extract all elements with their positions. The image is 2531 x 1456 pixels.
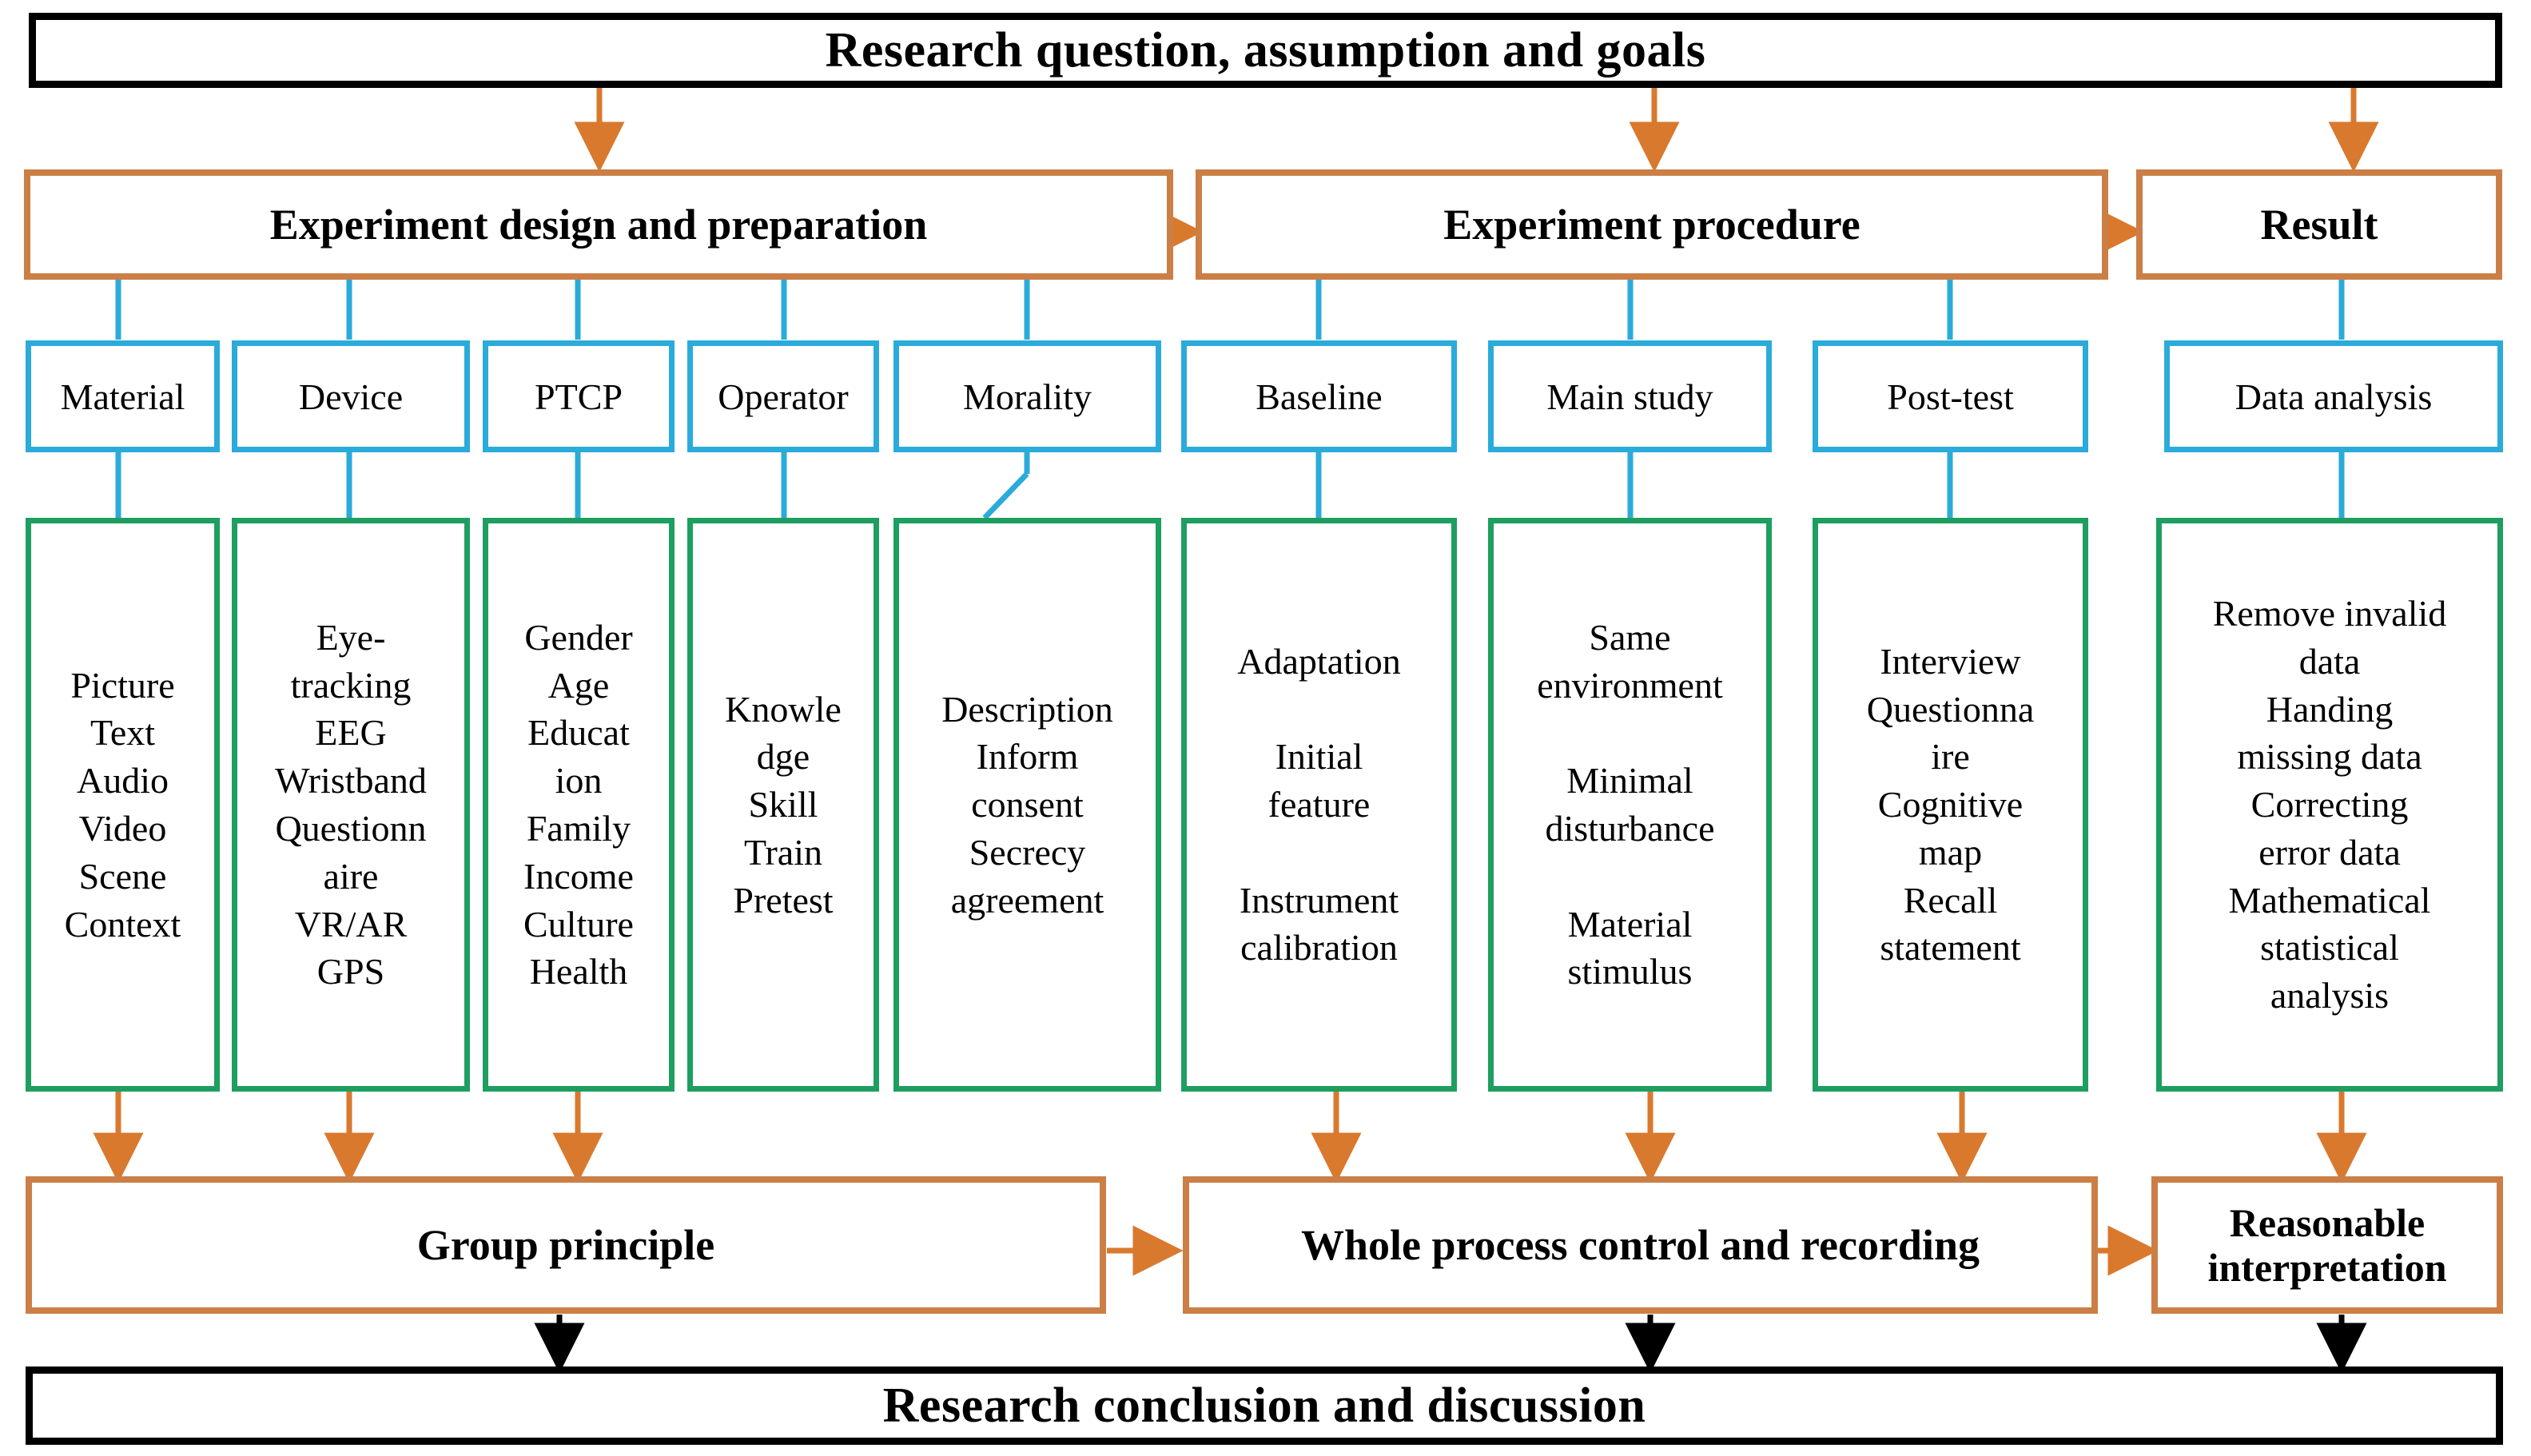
detail-baseline[interactable]: Adaptation Initial feature Instrument ca… bbox=[1181, 518, 1457, 1092]
subnode-baseline[interactable]: Baseline bbox=[1181, 340, 1457, 452]
subnode-ptcp[interactable]: PTCP bbox=[483, 340, 675, 452]
stage-result[interactable]: Result bbox=[2136, 169, 2502, 280]
detail-morality[interactable]: Description Inform consent Secrecy agree… bbox=[893, 518, 1161, 1092]
detail-material[interactable]: Picture Text Audio Video Scene Context bbox=[26, 518, 220, 1092]
detail-post-test[interactable]: Interview Questionna ire Cognitive map R… bbox=[1813, 518, 2088, 1092]
subnode-operator[interactable]: Operator bbox=[687, 340, 879, 452]
stage-experiment-procedure-label: Experiment procedure bbox=[1443, 201, 1860, 249]
subnode-ptcp-label: PTCP bbox=[535, 376, 623, 417]
detail-to-outcome-arrows bbox=[93, 1091, 2367, 1183]
subnode-to-detail-lines bbox=[115, 452, 2345, 520]
detail-material-text: Picture Text Audio Video Scene Context bbox=[64, 664, 181, 945]
stage-experiment-procedure[interactable]: Experiment procedure bbox=[1196, 169, 2108, 280]
research-question-label: Research question, assumption and goals bbox=[825, 22, 1706, 78]
subnode-operator-label: Operator bbox=[718, 376, 849, 417]
top-stage-arrows bbox=[574, 88, 2379, 173]
stage-experiment-design[interactable]: Experiment design and preparation bbox=[24, 169, 1173, 280]
subnode-data-analysis-label: Data analysis bbox=[2235, 376, 2433, 417]
outcome-reasonable-interpretation[interactable]: Reasonable interpretation bbox=[2151, 1176, 2503, 1314]
subnode-main-study-label: Main study bbox=[1546, 376, 1713, 417]
detail-baseline-text: Adaptation Initial feature Instrument ca… bbox=[1237, 640, 1401, 969]
detail-operator[interactable]: Knowle dge Skill Train Pretest bbox=[687, 518, 879, 1092]
detail-device[interactable]: Eye- tracking EEG Wristband Questionn ai… bbox=[232, 518, 470, 1092]
detail-main-study[interactable]: Same environment Minimal disturbance Mat… bbox=[1488, 518, 1772, 1092]
outcome-to-conclusion-arrows bbox=[534, 1315, 2367, 1374]
subnode-device[interactable]: Device bbox=[232, 340, 470, 452]
subnode-morality[interactable]: Morality bbox=[893, 340, 1161, 452]
stage-to-subnode-lines bbox=[115, 280, 2345, 340]
research-conclusion-banner[interactable]: Research conclusion and discussion bbox=[26, 1366, 2503, 1445]
detail-ptcp-text: Gender Age Educat ion Family Income Cult… bbox=[523, 616, 634, 993]
research-question-banner[interactable]: Research question, assumption and goals bbox=[29, 13, 2502, 88]
detail-data-analysis[interactable]: Remove invalid data Handing missing data… bbox=[2156, 518, 2503, 1092]
detail-post-test-text: Interview Questionna ire Cognitive map R… bbox=[1866, 640, 2035, 969]
outcome-reasonable-interpretation-label: Reasonable interpretation bbox=[2207, 1200, 2447, 1290]
research-conclusion-label: Research conclusion and discussion bbox=[882, 1378, 1646, 1433]
detail-morality-text: Description Inform consent Secrecy agree… bbox=[941, 688, 1113, 921]
stage-experiment-design-label: Experiment design and preparation bbox=[269, 201, 928, 249]
subnode-post-test-label: Post-test bbox=[1887, 376, 2014, 417]
detail-data-analysis-text: Remove invalid data Handing missing data… bbox=[2212, 592, 2447, 1016]
detail-main-study-text: Same environment Minimal disturbance Mat… bbox=[1537, 616, 1723, 993]
outcome-group-principle[interactable]: Group principle bbox=[26, 1176, 1106, 1314]
subnode-material-label: Material bbox=[60, 376, 185, 417]
subnode-material[interactable]: Material bbox=[26, 340, 220, 452]
outcome-process-control-label: Whole process control and recording bbox=[1301, 1221, 1980, 1269]
stage-result-label: Result bbox=[2260, 201, 2378, 249]
subnode-data-analysis[interactable]: Data analysis bbox=[2164, 340, 2503, 452]
detail-operator-text: Knowle dge Skill Train Pretest bbox=[725, 688, 842, 921]
outcome-group-principle-label: Group principle bbox=[416, 1221, 715, 1269]
outcome-process-control[interactable]: Whole process control and recording bbox=[1183, 1176, 2098, 1314]
subnode-device-label: Device bbox=[298, 376, 404, 417]
detail-ptcp[interactable]: Gender Age Educat ion Family Income Cult… bbox=[483, 518, 675, 1092]
subnode-baseline-label: Baseline bbox=[1256, 376, 1383, 417]
subnode-post-test[interactable]: Post-test bbox=[1813, 340, 2088, 452]
subnode-morality-label: Morality bbox=[963, 376, 1092, 417]
subnode-main-study[interactable]: Main study bbox=[1488, 340, 1772, 452]
detail-device-text: Eye- tracking EEG Wristband Questionn ai… bbox=[275, 616, 427, 993]
